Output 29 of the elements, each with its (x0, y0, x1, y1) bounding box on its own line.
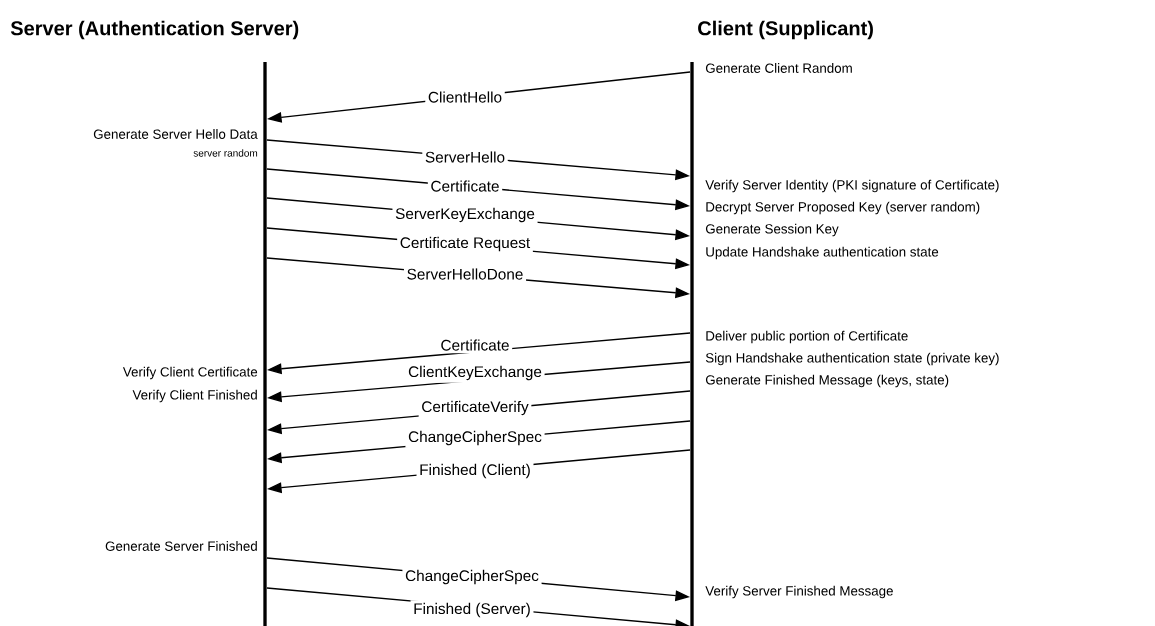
edge-label: ClientHello (425, 88, 505, 106)
edge-label: Finished (Server) (410, 600, 534, 620)
edge-label: Certificate (437, 336, 513, 354)
step-note: Verify Server Identity (PKI signature of Certificate) (705, 179, 999, 193)
step-note: Generate Server Finished (105, 541, 257, 551)
lifeline-heading: Client (Supplicant) (698, 20, 873, 40)
edge-label: ServerHello (422, 148, 508, 166)
edge-label: Finished (Client) (416, 461, 534, 481)
lifeline-heading: Server (Authentication Server) (10, 20, 299, 40)
step-note: Verify Client Certificate (122, 366, 258, 380)
edge-label: ServerKeyExchange (392, 205, 538, 225)
edge-label: Certificate Request (397, 234, 533, 254)
step-note: Generate Finished Message (keys, state) (705, 374, 949, 388)
step-note: Verify Client Finished (132, 389, 257, 403)
step-note: Decrypt Server Proposed Key (server random) (706, 201, 980, 215)
edge-label: Certificate (427, 177, 503, 195)
step-note: Deliver public portion of Certificate (706, 330, 908, 344)
step-note: Generate Client Random (705, 63, 852, 73)
step-note: server random (193, 149, 258, 157)
edge-label: CertificateVerify (418, 398, 532, 418)
step-note: Update Handshake authentication state (706, 246, 939, 260)
step-note: Generate Server Hello Data (93, 129, 258, 139)
edge-label: ChangeCipherSpec (405, 428, 545, 448)
edge-label: ChangeCipherSpec (402, 567, 542, 587)
step-note: Sign Handshake authentication state (private key) (705, 352, 999, 366)
step-note: Verify Server Finished Message (705, 585, 893, 599)
edge-label: ServerHelloDone (403, 265, 527, 283)
edge-label: ClientKeyExchange (405, 363, 545, 383)
step-note: Generate Session Key (705, 223, 839, 237)
